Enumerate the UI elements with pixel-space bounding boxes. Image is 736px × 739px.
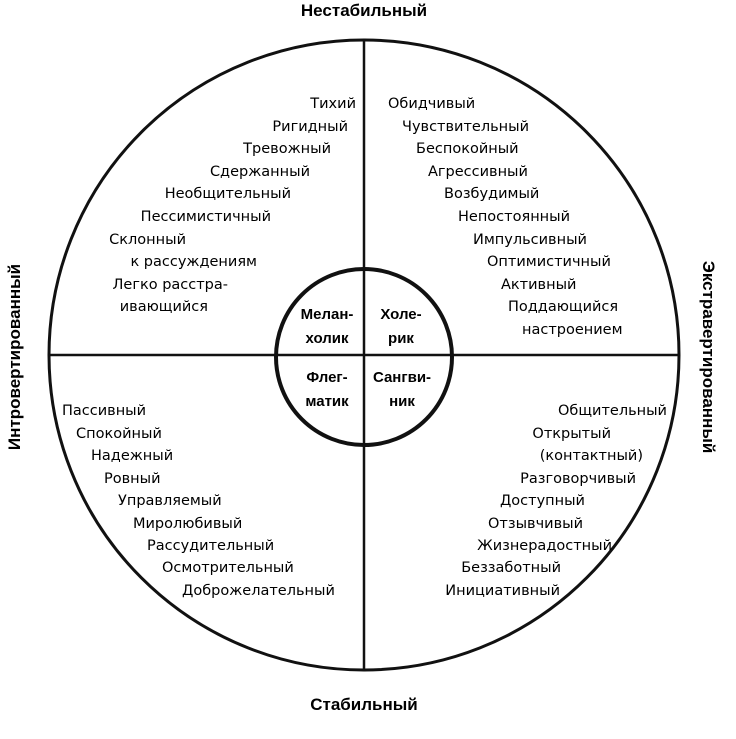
axis-label-right: Экстравертированный: [699, 261, 718, 454]
axis-label-bottom: Стабильный: [310, 695, 418, 714]
trait: Жизнерадостный: [477, 538, 612, 554]
trait: Поддающийся: [508, 299, 618, 315]
quadrant-bottom-left-traits: Пассивный Спокойный Надежный Ровный Упра…: [62, 403, 335, 599]
trait: Открытый: [532, 426, 611, 442]
trait: Импульсивный: [473, 232, 587, 248]
trait: Общительный: [558, 403, 667, 419]
trait: Ригидный: [272, 119, 348, 135]
trait: к рассуждениям: [130, 254, 257, 270]
trait: Разговорчивый: [520, 471, 636, 487]
axis-label-top: Нестабильный: [301, 1, 427, 20]
temperament-sanguine: Сангви- ник: [373, 369, 431, 410]
trait: Спокойный: [76, 426, 162, 442]
quadrant-top-left-traits: Тихий Ригидный Тревожный Сдержанный Необ…: [109, 96, 356, 315]
trait: Рассудительный: [147, 538, 274, 554]
axis-label-left: Интровертированный: [5, 264, 24, 450]
temperament-line: Флег-: [306, 369, 347, 386]
temperament-line: холик: [305, 330, 349, 347]
trait: Возбудимый: [444, 186, 539, 202]
temperament-line: рик: [388, 330, 414, 347]
trait: Тревожный: [242, 141, 331, 157]
trait: Инициативный: [445, 583, 560, 599]
trait: Управляемый: [118, 493, 222, 509]
trait: Чувствительный: [402, 119, 529, 135]
trait: Агрессивный: [428, 164, 528, 180]
temperament-line: ник: [389, 393, 415, 410]
trait: Доброжелательный: [182, 583, 335, 599]
trait: Отзывчивый: [488, 516, 583, 532]
trait: Пессимистичный: [141, 209, 271, 225]
trait: Миролюбивый: [133, 516, 242, 532]
trait: Сдержанный: [210, 164, 310, 180]
trait: настроением: [522, 322, 623, 338]
trait: Беззаботный: [461, 560, 561, 576]
trait: Осмотрительный: [162, 560, 294, 576]
trait: Обидчивый: [388, 96, 475, 112]
trait: Надежный: [91, 448, 173, 464]
trait: Оптимистичный: [487, 254, 611, 270]
quadrant-bottom-right-traits: Общительный Открытый (контактный) Разгов…: [445, 403, 667, 599]
trait: Пассивный: [62, 403, 146, 419]
trait: Ровный: [104, 471, 161, 487]
trait: Беспокойный: [416, 141, 519, 157]
trait: Непостоянный: [458, 209, 570, 225]
temperament-line: Холе-: [380, 306, 421, 323]
temperament-line: матик: [305, 393, 349, 410]
trait: (контактный): [540, 448, 643, 464]
trait: ивающийся: [120, 299, 208, 315]
trait: Необщительный: [165, 186, 291, 202]
trait: Склонный: [109, 232, 186, 248]
temperament-phlegmatic: Флег- матик: [305, 369, 349, 410]
temperament-choleric: Холе- рик: [380, 306, 421, 347]
temperament-line: Мелан-: [301, 306, 354, 323]
temperament-melancholic: Мелан- холик: [301, 306, 354, 347]
trait: Легко расстра-: [113, 277, 228, 293]
temperament-line: Сангви-: [373, 369, 431, 386]
trait: Доступный: [500, 493, 585, 509]
trait: Активный: [501, 277, 576, 293]
quadrant-top-right-traits: Обидчивый Чувствительный Беспокойный Агр…: [388, 96, 623, 338]
trait: Тихий: [309, 96, 356, 112]
